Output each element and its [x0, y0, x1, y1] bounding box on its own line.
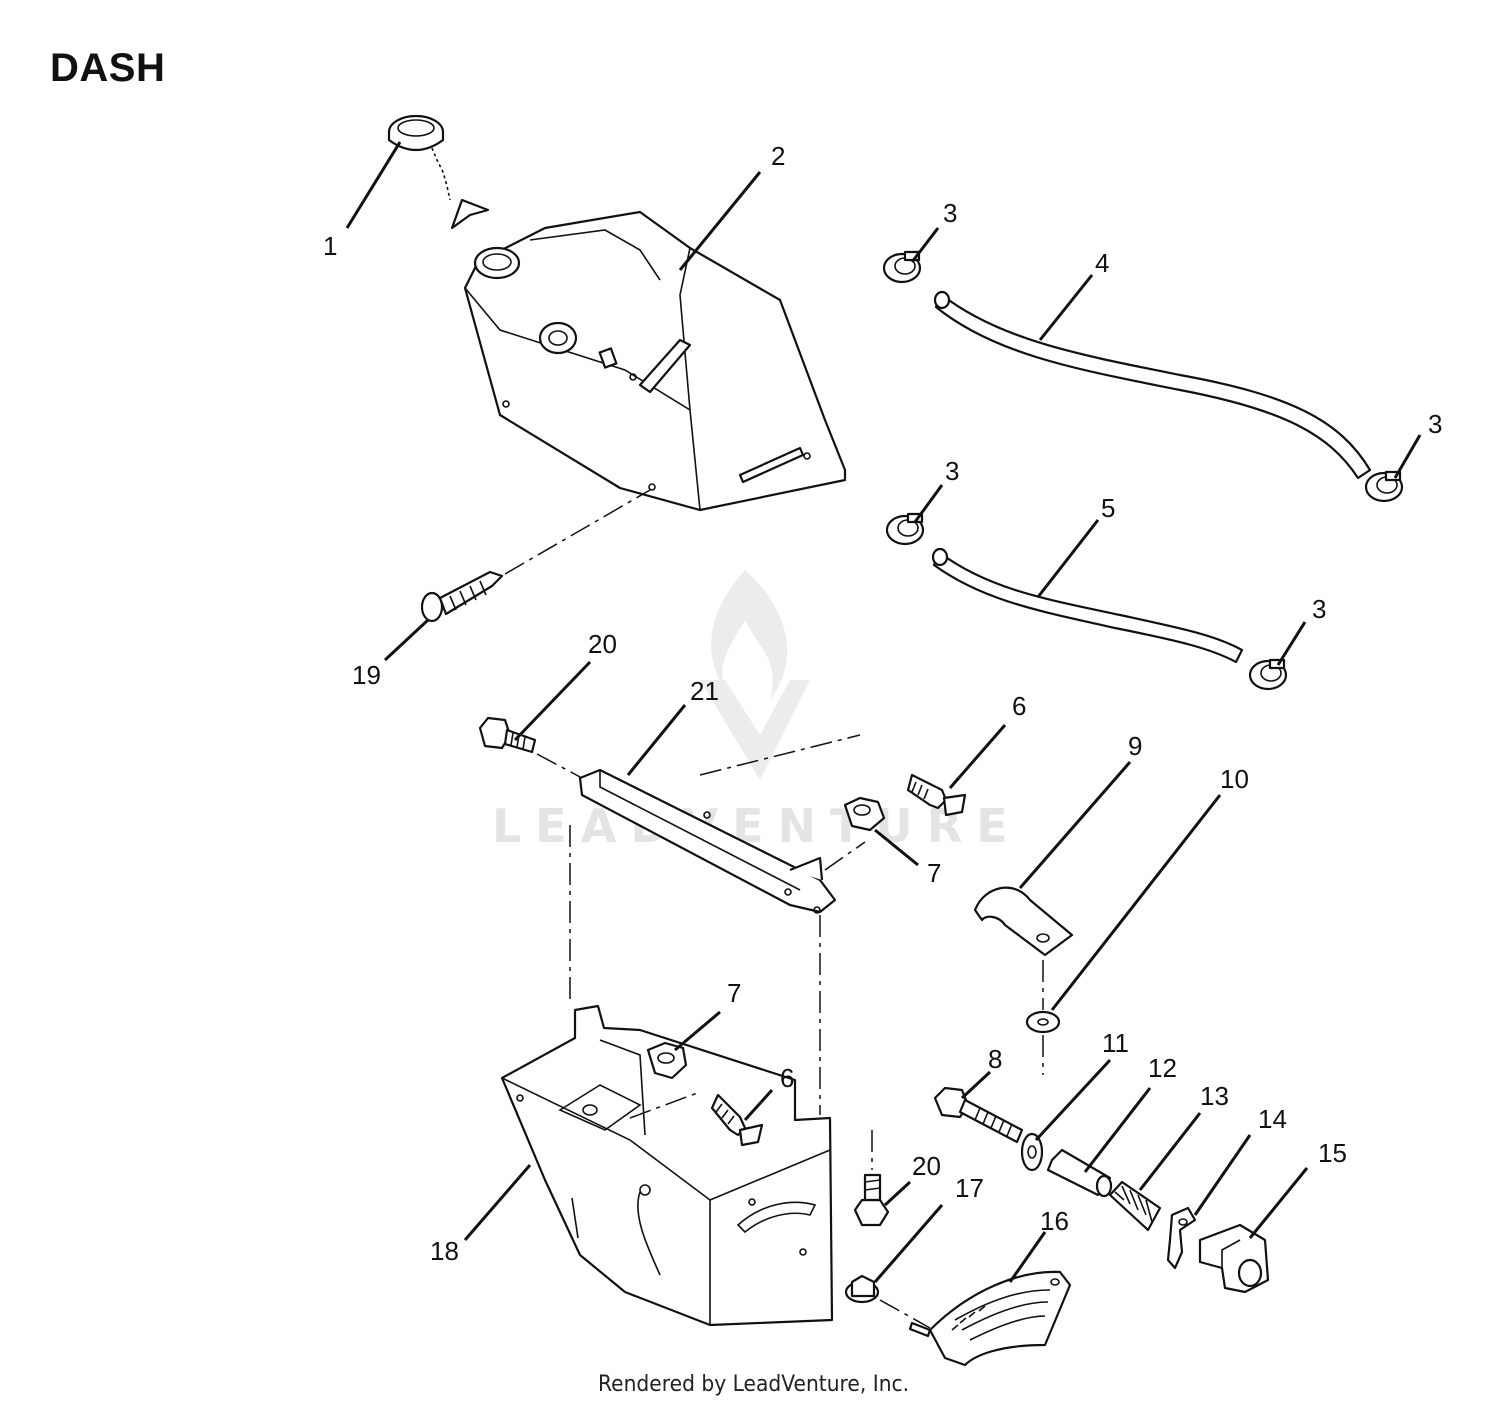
callout-18: 18: [430, 1236, 459, 1266]
callout-19: 19: [352, 660, 381, 690]
callout-15: 15: [1318, 1138, 1347, 1168]
fuel-line-short: [931, 547, 1244, 664]
watermark-text: LEADVENTURE: [492, 799, 1022, 853]
callout-12: 12: [1148, 1053, 1177, 1083]
diagram-title: DASH: [50, 46, 166, 90]
throttle-quadrant: [908, 1270, 1072, 1367]
screw-upper: [906, 773, 967, 817]
callout-3a: 3: [943, 198, 957, 228]
carriage-bolt: [933, 1086, 1024, 1144]
callout-10: 10: [1220, 764, 1249, 794]
dash-housing: [463, 210, 847, 512]
callout-16: 16: [1040, 1206, 1069, 1236]
callout-3d: 3: [1312, 594, 1326, 624]
callout-5: 5: [1101, 493, 1115, 523]
callout-6b: 6: [780, 1063, 794, 1093]
hose-clamp-2: [1364, 470, 1404, 503]
callout-20b: 20: [912, 1151, 941, 1181]
callout-8: 8: [988, 1044, 1002, 1074]
flat-washer: [1025, 960, 1061, 1075]
compression-spring: [1108, 1180, 1162, 1232]
callout-1: 1: [323, 231, 337, 261]
push-rivet: [420, 489, 651, 623]
callout-4: 4: [1095, 248, 1109, 278]
callout-3c: 3: [945, 456, 959, 486]
callout-20a: 20: [588, 629, 617, 659]
callout-17: 17: [955, 1173, 984, 1203]
callout-2: 2: [771, 141, 785, 171]
bolt-upper: [478, 716, 537, 754]
callout-13: 13: [1200, 1081, 1229, 1111]
washer-11: [1020, 1132, 1044, 1172]
screw-lower: [629, 1091, 764, 1147]
hex-nut-upper: [843, 796, 886, 832]
friction-block: [1198, 1223, 1270, 1294]
line-clamp: [973, 886, 1074, 957]
spacer: [1046, 1148, 1113, 1198]
leader-lines: [345, 141, 1422, 1283]
hex-nut-lower: [646, 1041, 688, 1080]
bolt-lower: [853, 1130, 890, 1227]
callout-9: 9: [1128, 731, 1142, 761]
flange-nut: [844, 1274, 931, 1329]
callout-7a: 7: [927, 858, 941, 888]
callout-6a: 6: [1012, 691, 1026, 721]
hose-clamp-3: [885, 512, 925, 546]
hose-clamp-4: [1248, 658, 1288, 691]
callout-14: 14: [1258, 1104, 1287, 1134]
callout-labels: 1 2 3 3 3 3 4 5 19 20 21 6 7 9 10 7 6 8 …: [323, 141, 1442, 1266]
callout-3b: 3: [1428, 409, 1442, 439]
dash-panel: [500, 1004, 834, 1327]
fuel-cap: [387, 114, 490, 230]
callout-21: 21: [690, 676, 719, 706]
callout-7b: 7: [727, 978, 741, 1008]
callout-11: 11: [1102, 1028, 1129, 1058]
spring-clip: [1166, 1206, 1197, 1270]
fuel-line-long: [933, 290, 1372, 480]
dash-support-bracket: [578, 768, 837, 914]
leadventure-watermark-logo: LEADVENTURE: [492, 570, 1022, 853]
render-credit: Rendered by LeadVenture, Inc.: [598, 1372, 910, 1397]
